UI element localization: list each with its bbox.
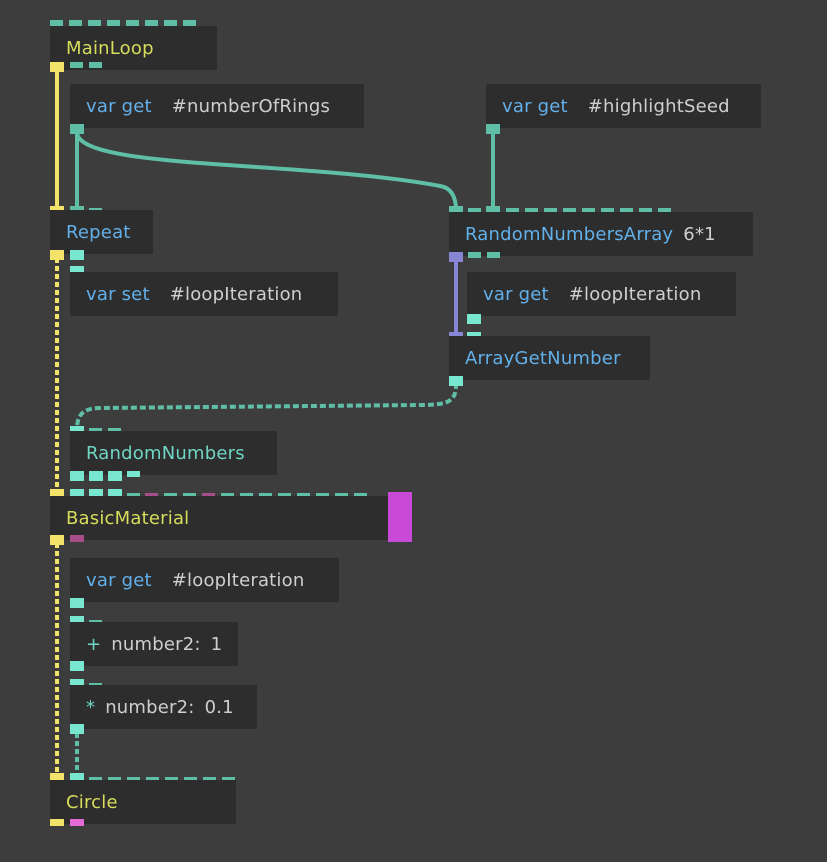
op-repeat[interactable]: Repeat <box>50 210 153 254</box>
var-get-rings-out-port[interactable] <box>70 124 84 134</box>
basicmaterial-trigger-out-port[interactable] <box>50 535 64 545</box>
multiply-symbol: * <box>86 696 96 718</box>
mainloop-trigger-out-port[interactable] <box>50 62 64 72</box>
basicmaterial-g-in-port[interactable] <box>89 489 103 499</box>
basicmaterial-trigger-in-port[interactable] <box>50 489 64 499</box>
op-circle[interactable]: Circle <box>50 780 236 824</box>
basicmaterial-shader-out-port[interactable] <box>70 535 84 542</box>
plus-arg-label: number2: <box>111 633 201 655</box>
op-array-get-number[interactable]: ArrayGetNumber <box>449 336 650 380</box>
circle-radius-in-port[interactable] <box>70 773 84 783</box>
mult-number1-in-port[interactable] <box>70 679 84 689</box>
var-get-seed-out-port[interactable] <box>486 124 500 134</box>
randomnumbers-out-x-port[interactable] <box>70 471 84 481</box>
mainloop-out-port-2[interactable] <box>70 62 83 68</box>
randomnumbers-out-z-port[interactable] <box>108 471 122 481</box>
multiply-arg-value: 0.1 <box>204 696 234 718</box>
plus-result-out-port[interactable] <box>70 661 84 671</box>
plus-symbol: + <box>86 633 102 655</box>
arrayget-value-out-port[interactable] <box>449 376 463 386</box>
op-random-numbers-array-extra: 6*1 <box>683 223 716 245</box>
op-basic-material[interactable]: BasicMaterial <box>50 496 388 540</box>
op-random-numbers-array[interactable]: RandomNumbersArray 6*1 <box>449 212 753 256</box>
var-set-loop-in-port[interactable] <box>70 266 84 276</box>
randomarray-array-out-port[interactable] <box>449 252 463 262</box>
var-set-loop-keyword: var set <box>86 283 150 305</box>
plus-number1-in-port[interactable] <box>70 616 84 626</box>
var-get-loop-b-out-port[interactable] <box>70 598 84 608</box>
basicmaterial-b-in-port[interactable] <box>108 489 122 499</box>
op-var-get-loop-a[interactable]: var get #loopIteration <box>467 272 736 316</box>
op-mainloop-title: MainLoop <box>66 37 154 59</box>
randomarray-num-in-port[interactable] <box>449 206 463 216</box>
basicmaterial-r-in-port[interactable] <box>70 489 84 499</box>
randomnumbers-out-port-4[interactable] <box>127 471 140 477</box>
mainloop-out-port-3[interactable] <box>89 62 102 68</box>
var-get-loop-a-keyword: var get <box>483 283 549 305</box>
wire-rings-randomarray[interactable] <box>75 131 458 211</box>
wire-arrayget-randomnumbers[interactable] <box>75 382 458 431</box>
var-get-seed-keyword: var get <box>502 95 568 117</box>
op-repeat-title: Repeat <box>66 221 131 243</box>
repeat-index-out-port[interactable] <box>70 250 84 260</box>
var-get-loop-a-out-port[interactable] <box>467 314 481 324</box>
op-plus[interactable]: + number2: 1 <box>70 622 238 666</box>
op-var-get-seed[interactable]: var get #highlightSeed <box>486 84 761 128</box>
mult-result-out-port[interactable] <box>70 724 84 734</box>
op-multiply[interactable]: * number2: 0.1 <box>70 685 257 729</box>
circle-trigger-in-port[interactable] <box>50 773 64 783</box>
var-get-seed-variable: #highlightSeed <box>587 95 730 117</box>
circle-geometry-out-port[interactable] <box>70 819 84 826</box>
op-basic-material-title: BasicMaterial <box>66 507 190 529</box>
var-get-rings-variable: #numberOfRings <box>171 95 331 117</box>
op-var-get-loop-b[interactable]: var get #loopIteration <box>70 558 339 602</box>
op-var-get-rings[interactable]: var get #numberOfRings <box>70 84 364 128</box>
var-get-loop-b-keyword: var get <box>86 569 152 591</box>
op-random-numbers[interactable]: RandomNumbers <box>70 431 277 475</box>
var-get-loop-a-variable: #loopIteration <box>568 283 702 305</box>
randomarray-seed-in-port[interactable] <box>486 206 500 216</box>
randomnumbers-out-y-port[interactable] <box>89 471 103 481</box>
op-array-get-number-title: ArrayGetNumber <box>465 347 621 369</box>
op-var-set-loop[interactable]: var set #loopIteration <box>70 272 338 316</box>
circle-trigger-out-port[interactable] <box>50 819 64 826</box>
repeat-trigger-out-port[interactable] <box>50 250 64 260</box>
op-circle-title: Circle <box>66 791 118 813</box>
randomarray-out-port-2[interactable] <box>468 252 481 258</box>
randomarray-out-port-3[interactable] <box>487 252 500 258</box>
basicmaterial-color-swatch[interactable] <box>388 492 412 542</box>
mainloop-input-ports <box>50 20 196 26</box>
op-random-numbers-title: RandomNumbers <box>86 442 245 464</box>
multiply-arg-label: number2: <box>105 696 195 718</box>
plus-arg-value: 1 <box>210 633 223 655</box>
op-random-numbers-array-title: RandomNumbersArray <box>465 223 674 245</box>
var-get-loop-b-variable: #loopIteration <box>171 569 305 591</box>
var-set-loop-variable: #loopIteration <box>169 283 303 305</box>
var-get-rings-keyword: var get <box>86 95 152 117</box>
